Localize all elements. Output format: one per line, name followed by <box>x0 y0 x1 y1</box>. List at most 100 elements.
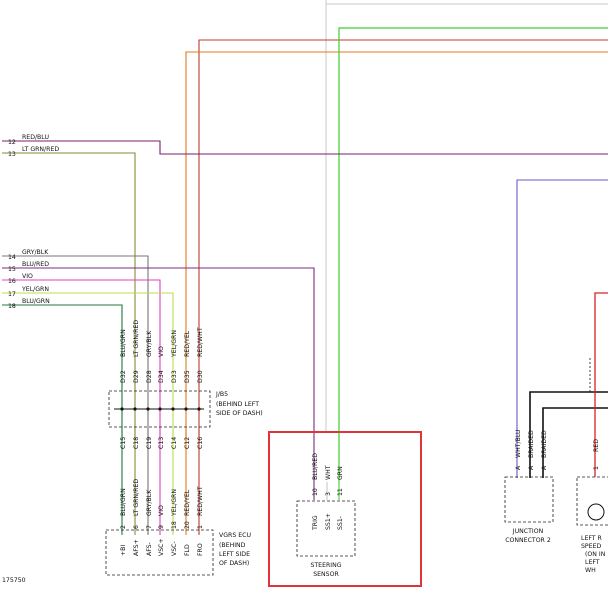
wire-17 <box>2 292 174 440</box>
wire-13 <box>2 152 136 440</box>
ecu-pin-name: FRO <box>197 543 204 556</box>
speed-sensor-label: WH <box>585 567 596 574</box>
speed-sensor-label: LEFT R <box>581 535 603 542</box>
ecu-wire-label: BLU/GRN <box>120 488 127 516</box>
steering-pin-number: 10 <box>312 488 319 496</box>
ecu-pin-number: 18 <box>171 521 178 529</box>
speed-pin-number: 1 <box>593 466 600 470</box>
jb-pin-label: D32 <box>120 370 127 383</box>
ecu-location: (BEHIND <box>219 542 246 549</box>
speed-sensor-label: SPEED <box>581 543 601 550</box>
jb-pin-label: D29 <box>133 370 140 383</box>
jb-wire-label: VIO <box>158 346 165 357</box>
jb-wire-label: RED/YEL <box>184 330 191 357</box>
wire-18 <box>2 304 123 440</box>
wire-label-18: BLU/GRN <box>22 298 50 305</box>
junction-pin: A <box>528 465 535 470</box>
red-yel-wire-top <box>185 51 608 440</box>
c-pin-label: C15 <box>120 437 127 449</box>
speed-sensor-label: LEFT <box>585 559 600 566</box>
speed-sensor-box <box>576 476 608 526</box>
junction-wire-label: BRAIDED <box>528 430 535 458</box>
wire-label-16: VIO <box>22 273 33 280</box>
ecu-pin-name: AFS+ <box>133 539 140 556</box>
jb-wire-label: RED/WHT <box>197 327 204 357</box>
steering-pin-number: 11 <box>337 488 344 496</box>
jb-wire-label: BLU/GRN <box>120 329 127 357</box>
ecu-wire-label: RED/WHT <box>197 486 204 516</box>
steering-pin-name: SS1+ <box>325 513 332 530</box>
steering-wire-label: GRN <box>337 466 344 480</box>
ecu-wire-label: VIO <box>158 505 165 516</box>
c-pin-label: C12 <box>184 437 191 449</box>
jb-location-1: (BEHIND LEFT <box>216 401 259 408</box>
junction-title-2: CONNECTOR 2 <box>505 537 551 544</box>
red-speed-wire <box>594 292 608 477</box>
c-pin-label: C16 <box>197 437 204 449</box>
ecu-pin-name: VSC+ <box>158 538 165 556</box>
wire-label-14: GRY/BLK <box>22 249 49 256</box>
junction-title-1: JUNCTION <box>512 528 544 535</box>
wire-number-17: 17 <box>8 291 16 298</box>
c-pin-label: C19 <box>146 437 153 449</box>
wire-15 <box>2 267 315 482</box>
steering-pin-name: SS1- <box>337 516 344 530</box>
wire-label-13: LT GRN/RED <box>22 146 59 153</box>
junction-box <box>504 476 554 523</box>
wire-number-14: 14 <box>8 254 16 261</box>
ecu-wire-label: LT GRN/RED <box>133 479 140 516</box>
wire-label-15: BLU/RED <box>22 261 49 268</box>
jb-pin-label: D34 <box>158 370 165 383</box>
steering-sensor-title-1: STEERING <box>310 562 341 569</box>
ecu-wire-label: YEL/GRN <box>171 489 178 517</box>
wire-label-12: RED/BLU <box>22 134 49 141</box>
steering-sensor-highlight <box>268 431 422 587</box>
ecu-name: VGRS ECU <box>219 532 251 539</box>
jb-wire-label: LT GRN/RED <box>133 320 140 357</box>
ecu-pin-number: 1 <box>197 525 204 529</box>
jb-pin-label: D30 <box>197 370 204 383</box>
steering-wire-label: BLU/RED <box>312 453 319 480</box>
c-pin-label: C13 <box>158 437 165 449</box>
junction-pin: A <box>515 465 522 470</box>
ecu-pin-number: 2 <box>120 525 127 529</box>
steering-wire-label: WHT <box>325 465 332 480</box>
wires <box>2 0 608 587</box>
steering-pin-name: TRIG <box>312 515 319 531</box>
wire-number-12: 12 <box>8 139 16 146</box>
c-pin-label: C18 <box>133 437 140 449</box>
speed-sensor-symbol <box>587 503 605 521</box>
junction-pin: A <box>541 465 548 470</box>
jb-pin-label: D35 <box>184 370 191 383</box>
ecu-pin-number: 9 <box>158 525 165 529</box>
jb5-box <box>108 390 211 428</box>
wire-number-16: 16 <box>8 278 16 285</box>
steering-sensor-box <box>296 500 356 557</box>
steering-sensor-title-2: SENSOR <box>313 571 339 578</box>
speed-sensor-label: (ON IN <box>585 551 606 558</box>
ecu-pin-name: VSC- <box>171 541 178 556</box>
ecu-pin-name: FLD <box>184 544 191 556</box>
ecu-pin-name: +BI <box>120 545 127 556</box>
wht-blu-wire <box>516 179 608 478</box>
jb-wire-label: GRY/BLK <box>146 330 153 357</box>
steering-pin-number: 3 <box>325 492 332 496</box>
ecu-wire-label: RED/YEL <box>184 489 191 516</box>
jb-wire-label: YEL/GRN <box>171 330 178 358</box>
wire-number-15: 15 <box>8 266 16 273</box>
figure-id: 175750 <box>2 577 26 584</box>
junction-wire-label: BRAIDED <box>541 430 548 458</box>
ecu-pin-number: 20 <box>184 521 191 529</box>
ecu-wire-label: GRY/BLK <box>146 489 153 516</box>
braided-wire-1 <box>529 391 608 478</box>
red-wht-wire-top <box>198 39 608 440</box>
wire-12 <box>2 140 608 155</box>
wire-16 <box>2 279 161 440</box>
ecu-pin-number: 6 <box>133 525 140 529</box>
ecu-box <box>105 529 214 576</box>
jb-title: J/B5 <box>215 391 228 398</box>
wire-number-18: 18 <box>8 303 16 310</box>
ecu-location: OF DASH) <box>219 560 249 567</box>
ecu-pin-name: AFS- <box>146 542 153 556</box>
